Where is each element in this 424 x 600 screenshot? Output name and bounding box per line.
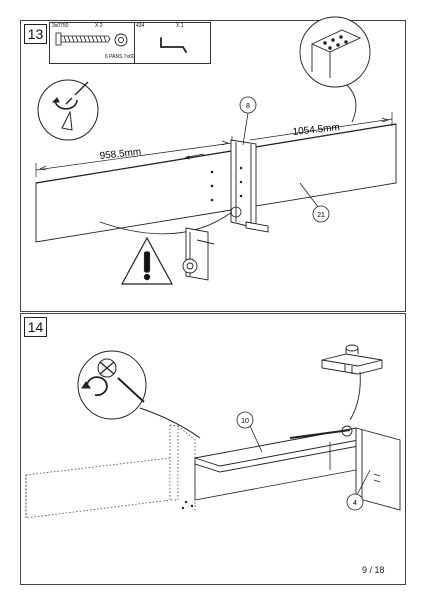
dimension-right-label: 1054.5mm	[292, 122, 340, 138]
side-panel-8	[230, 139, 269, 233]
part-1-qty: X 2	[95, 23, 103, 29]
shelf-10	[194, 427, 382, 473]
ghost-unit	[25, 424, 196, 519]
callout-4-label: 4	[353, 500, 357, 507]
bracket-detail	[182, 227, 215, 281]
callout-8-label: 8	[246, 103, 250, 110]
dimension-left-label: 958.5mm	[99, 147, 142, 162]
detail-leader	[99, 206, 242, 235]
parts-divider	[134, 23, 135, 63]
bracket-detail-14	[321, 344, 383, 421]
step-14-number: 14	[24, 317, 47, 337]
back-lines	[194, 442, 357, 501]
screw-icon	[55, 32, 111, 46]
part-1-code: 3x0750	[52, 23, 69, 29]
page-number: 9 / 18	[362, 565, 385, 575]
long-panel-21	[35, 123, 397, 243]
rotate-detail-callout-14	[77, 350, 201, 439]
warning-icon	[120, 236, 174, 285]
washer-icon	[114, 33, 128, 47]
callout-21	[299, 182, 330, 223]
part-2-qty: X 1	[176, 23, 184, 29]
screw-arrows	[183, 153, 214, 202]
part-1-note: 6 PANS 7x60	[105, 54, 135, 60]
callout-21-label: 21	[317, 212, 325, 219]
callout-10	[236, 411, 263, 453]
side-panel-4	[355, 427, 401, 511]
detail-ring	[341, 425, 353, 437]
callout-4	[346, 469, 371, 511]
parts-box	[49, 22, 211, 64]
panel-top-detail	[299, 16, 371, 123]
allen-key-icon	[160, 37, 187, 53]
callout-10-label: 10	[241, 418, 249, 425]
small-screws	[181, 500, 194, 510]
rotate-detail-callout	[37, 79, 99, 141]
step-13-number: 13	[24, 24, 47, 44]
callout-8	[239, 96, 257, 146]
part-2-code: 434	[136, 23, 145, 29]
